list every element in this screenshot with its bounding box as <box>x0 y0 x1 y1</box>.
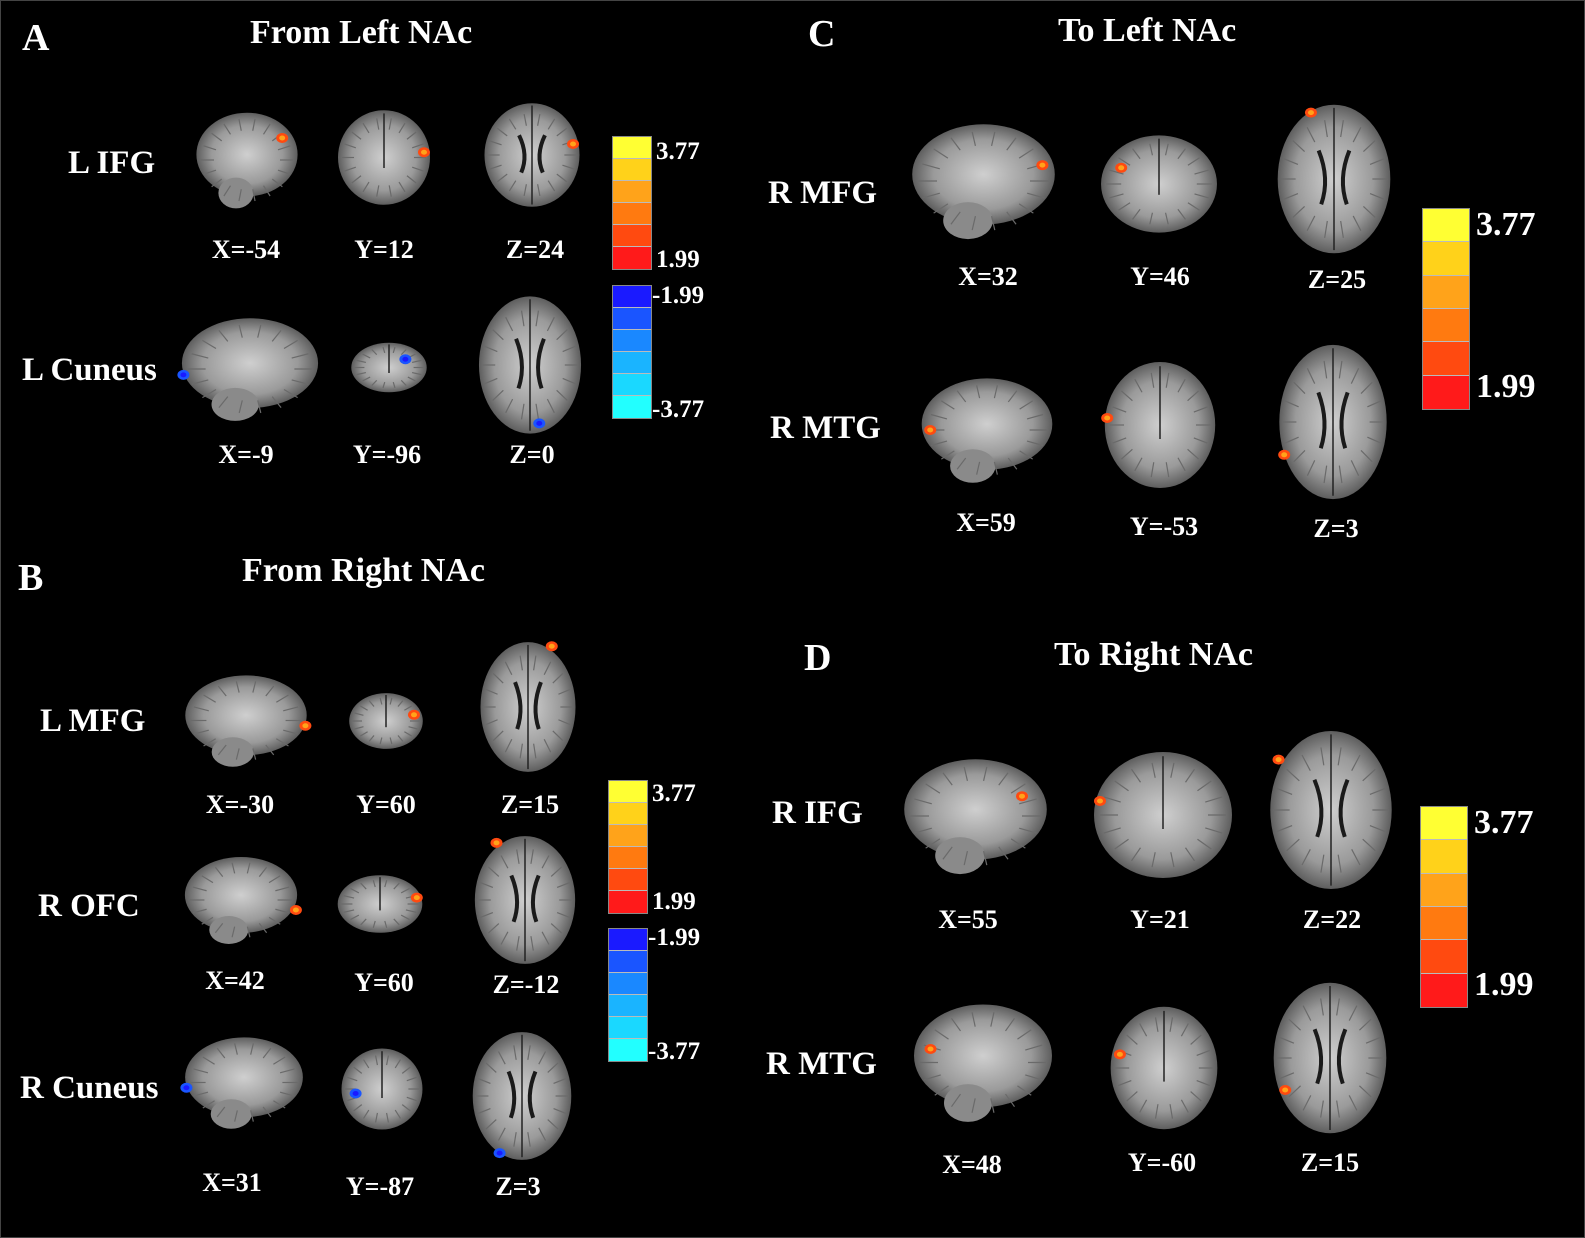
panel-a-row1-z-coord: Z=24 <box>505 235 565 264</box>
panel-b-title: From Right NAc <box>242 552 485 589</box>
panel-b-row1-coronal-slice <box>349 693 423 749</box>
panel-d-row1-coronal-slice <box>1094 752 1232 878</box>
panel-a-cool-min-tick: -1.99 <box>652 282 705 309</box>
panel-a-hot-min-tick: 1.99 <box>656 246 700 273</box>
panel-a-region-2: L Cuneus <box>22 352 157 388</box>
panel-b-region-3: R Cuneus <box>20 1070 159 1106</box>
panel-b-region-2: R OFC <box>38 888 140 924</box>
panel-b-row1-axial-slice <box>480 641 576 772</box>
panel-d-letter: D <box>804 637 832 679</box>
panel-c-region-2: R MTG <box>770 410 881 446</box>
panel-b-row3-z-coord: Z=3 <box>495 1172 541 1201</box>
panel-a-title: From Left NAc <box>250 14 473 51</box>
panel-b-row2-sagittal-slice <box>184 857 302 944</box>
panel-b-cool-min-tick: -1.99 <box>648 924 701 951</box>
panel-a-row2-coronal-slice <box>351 342 427 393</box>
panel-d-row1-y-coord: Y=21 <box>1130 905 1190 934</box>
panel-a-cool-colorbar <box>612 285 652 419</box>
panel-c-row2-sagittal-slice <box>921 378 1053 483</box>
panel-d-row2-z-coord: Z=15 <box>1300 1148 1360 1177</box>
panel-c-row1-z-coord: Z=25 <box>1307 265 1367 294</box>
panel-b-row3-sagittal-slice <box>180 1037 303 1129</box>
panel-b-hot-min-tick: 1.99 <box>652 888 696 915</box>
panel-b-hot-colorbar <box>608 780 648 914</box>
panel-b-row2-axial-slice <box>474 836 576 964</box>
panel-c-hot-min-tick: 1.99 <box>1476 368 1536 405</box>
panel-c-row1-axial-slice <box>1277 104 1391 254</box>
panel-d-row2-x-coord: X=48 <box>942 1150 1002 1179</box>
panel-d-row1-x-coord: X=55 <box>938 905 998 934</box>
panel-a-region-1: L IFG <box>68 145 156 181</box>
panel-a-row2-z-coord: Z=0 <box>509 440 555 469</box>
panel-b-hot-max-tick: 3.77 <box>652 780 696 807</box>
panel-d-hot-colorbar <box>1420 806 1468 1008</box>
panel-b-row2-x-coord: X=42 <box>205 966 265 995</box>
panel-b-letter: B <box>18 557 44 599</box>
panel-a-row1-y-coord: Y=12 <box>354 235 414 264</box>
panel-d-hot-max-tick: 3.77 <box>1474 804 1534 841</box>
panel-d-title: To Right NAc <box>1054 636 1253 673</box>
panel-b-row1-x-coord: X=-30 <box>205 790 275 819</box>
panel-b-row2-y-coord: Y=60 <box>354 968 414 997</box>
panel-b-row3-y-coord: Y=-87 <box>345 1172 415 1201</box>
panel-c-row1-coronal-slice <box>1101 135 1217 233</box>
panel-c-row2-x-coord: X=59 <box>956 508 1016 537</box>
panel-a-hot-colorbar <box>612 136 652 270</box>
panel-c-row1-y-coord: Y=46 <box>1130 262 1190 291</box>
panel-a-row1-x-coord: X=-54 <box>211 235 281 264</box>
panel-a-row1-coronal-slice <box>338 110 430 205</box>
panel-d-hot-min-tick: 1.99 <box>1474 966 1534 1003</box>
panel-c-region-1: R MFG <box>768 175 878 211</box>
panel-a-row2-y-coord: Y=-96 <box>352 440 422 469</box>
panel-c-row1-x-coord: X=32 <box>958 262 1018 291</box>
panel-b-row3-axial-slice <box>472 1032 572 1160</box>
panel-d-row2-sagittal-slice <box>914 1004 1052 1122</box>
panel-d-row2-axial-slice <box>1273 982 1387 1134</box>
panel-c-row2-axial-slice <box>1278 344 1387 500</box>
panel-b-region-1: L MFG <box>40 703 146 739</box>
panel-a-cool-max-tick: -3.77 <box>652 396 705 423</box>
panel-c-hot-max-tick: 3.77 <box>1476 206 1536 243</box>
panel-a-row2-sagittal-slice <box>177 318 319 421</box>
panel-b-row1-y-coord: Y=60 <box>356 790 416 819</box>
panel-a-row1-axial-slice <box>484 103 580 207</box>
panel-a-row1-sagittal-slice <box>196 112 298 209</box>
panel-b-row3-coronal-slice <box>341 1048 423 1130</box>
panel-b-row3-x-coord: X=31 <box>202 1168 262 1197</box>
panel-b-row2-z-coord: Z=-12 <box>492 970 560 999</box>
panel-c-row2-z-coord: Z=3 <box>1313 514 1359 543</box>
panel-a-hot-max-tick: 3.77 <box>656 138 700 165</box>
panel-c-letter: C <box>808 13 836 55</box>
panel-b-row2-coronal-slice <box>337 875 423 933</box>
panel-d-row1-z-coord: Z=22 <box>1302 905 1362 934</box>
panel-c-title: To Left NAc <box>1058 12 1237 49</box>
panel-b-row1-sagittal-slice <box>185 675 312 767</box>
panel-d-region-2: R MTG <box>766 1046 877 1082</box>
panel-a-row2-x-coord: X=-9 <box>218 440 274 469</box>
panel-d-row1-axial-slice <box>1270 731 1392 889</box>
panel-a-letter: A <box>22 17 50 59</box>
panel-b-cool-colorbar <box>608 928 648 1062</box>
panel-d-row2-coronal-slice <box>1110 1006 1218 1130</box>
panel-d-row2-y-coord: Y=-60 <box>1127 1148 1197 1177</box>
panel-a-row2-axial-slice <box>478 296 582 434</box>
panel-c-row1-sagittal-slice <box>912 124 1055 240</box>
panel-c-row2-y-coord: Y=-53 <box>1129 512 1199 541</box>
panel-c-hot-colorbar <box>1422 208 1470 410</box>
panel-b-row1-z-coord: Z=15 <box>500 790 560 819</box>
panel-c-row2-coronal-slice <box>1101 362 1216 488</box>
panel-d-region-1: R IFG <box>772 795 863 831</box>
panel-d-row1-sagittal-slice <box>904 759 1047 875</box>
panel-b-cool-max-tick: -3.77 <box>648 1038 701 1065</box>
